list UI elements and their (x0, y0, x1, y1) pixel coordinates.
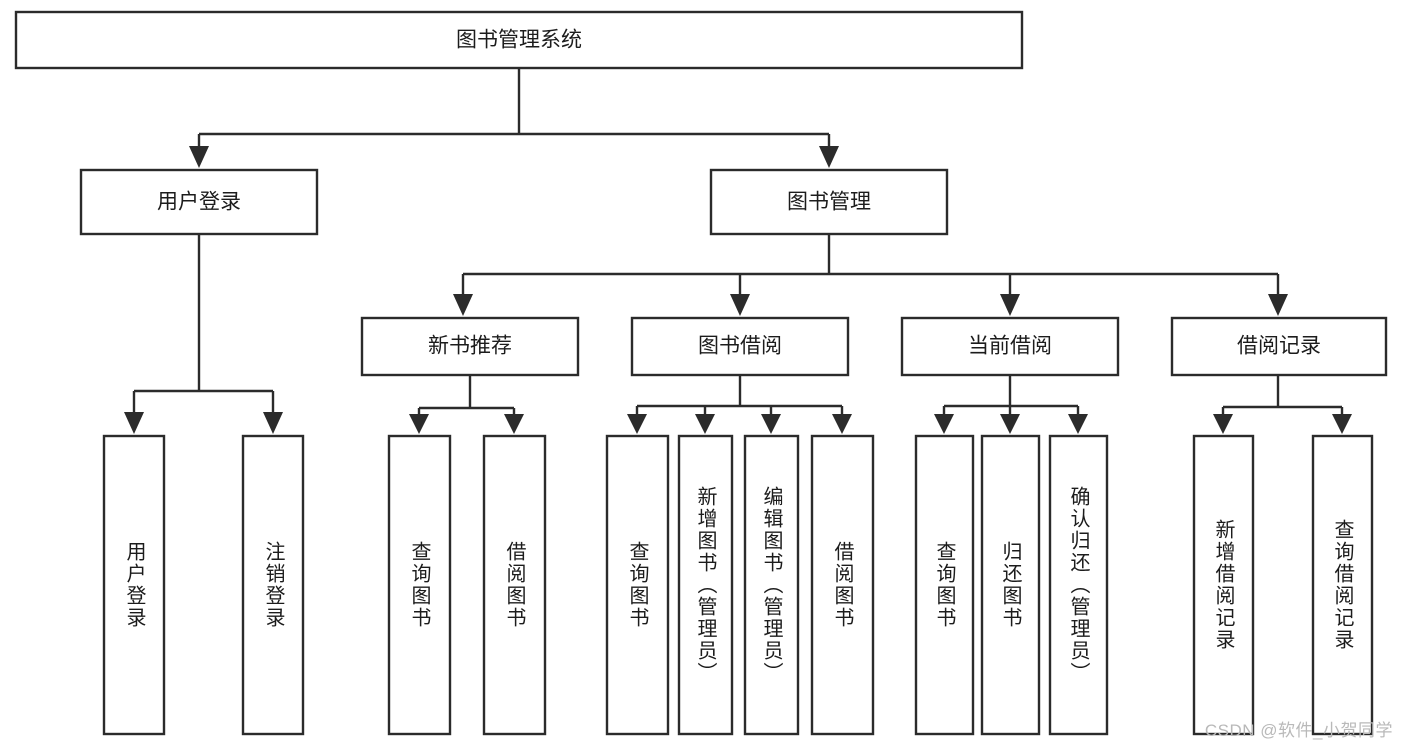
node-book-management-rect (709, 168, 949, 236)
node-leaf-confirm-return-rect (1048, 434, 1109, 736)
node-leaf-query-book-3-rect (914, 434, 975, 736)
arrowhead-to-leaf-add-book (695, 414, 715, 434)
node-root-rect (14, 10, 1024, 70)
node-leaf-query-book-2[interactable]: 查询图书 (605, 434, 670, 736)
arrowhead-to-leaf-return-book (1000, 414, 1020, 434)
node-borrow-record-rect (1170, 316, 1388, 377)
arrowhead-root-to-user-login (189, 146, 209, 168)
edge-group-root-to-level1 (189, 68, 839, 168)
node-leaf-user-login[interactable]: 用户登录 (102, 434, 166, 736)
node-leaf-borrow-book-1[interactable]: 借阅图书 (482, 434, 547, 736)
node-leaf-borrow-book-2-label: 借阅图书 (831, 541, 854, 629)
edge-group-bookmgmt-to-level2 (453, 234, 1288, 316)
node-leaf-add-book[interactable]: 新增图书（管理员） (677, 434, 734, 736)
node-new-book-recommend-label: 新书推荐 (428, 335, 512, 358)
node-current-borrow-rect (900, 316, 1120, 377)
arrowhead-to-leaf-user-login (124, 412, 144, 434)
node-borrow-record-label: 借阅记录 (1237, 335, 1321, 358)
csdn-watermark: CSDN @软件_小贺同学 (1204, 721, 1393, 740)
edge-group-userlogin-to-leaves (124, 234, 283, 434)
arrowhead-to-leaf-query-book-1 (409, 414, 429, 434)
arrowhead-to-leaf-logout (263, 412, 283, 434)
node-leaf-return-book-rect (980, 434, 1041, 736)
node-book-borrow-rect (630, 316, 850, 377)
arrowhead-to-current-borrow (1000, 294, 1020, 316)
node-current-borrow[interactable]: 当前借阅 (900, 316, 1120, 377)
node-leaf-user-login-rect (102, 434, 166, 736)
node-leaf-edit-book-label: 编辑图书（管理员） (760, 486, 783, 684)
node-new-book-recommend[interactable]: 新书推荐 (360, 316, 580, 377)
node-user-login-label: 用户登录 (157, 191, 241, 214)
arrowhead-to-book-borrow (730, 294, 750, 316)
node-leaf-query-book-2-rect (605, 434, 670, 736)
node-leaf-user-login-label: 用户登录 (123, 541, 146, 629)
node-root-system[interactable]: 图书管理系统 (14, 10, 1024, 70)
node-leaf-edit-book[interactable]: 编辑图书（管理员） (743, 434, 800, 736)
node-leaf-query-book-2-label: 查询图书 (626, 541, 649, 629)
node-leaf-query-record-rect (1311, 434, 1374, 736)
node-new-book-recommend-rect (360, 316, 580, 377)
node-leaf-query-record-label: 查询借阅记录 (1331, 519, 1354, 651)
edge-group-currentborrow-to-leaves (934, 375, 1088, 434)
node-leaf-edit-book-rect (743, 434, 800, 736)
arrowhead-to-leaf-query-book-2 (627, 414, 647, 434)
node-leaf-add-book-rect (677, 434, 734, 736)
node-book-management[interactable]: 图书管理 (709, 168, 949, 236)
edge-group-newbook-to-leaves (409, 375, 524, 434)
arrowhead-to-leaf-confirm-return (1068, 414, 1088, 434)
node-leaf-query-book-3-label: 查询图书 (933, 541, 956, 629)
node-leaf-logout-label: 注销登录 (262, 541, 285, 629)
node-leaf-return-book[interactable]: 归还图书 (980, 434, 1041, 736)
arrowhead-to-leaf-edit-book (761, 414, 781, 434)
arrowhead-to-leaf-add-record (1213, 414, 1233, 434)
node-leaf-query-book-3[interactable]: 查询图书 (914, 434, 975, 736)
arrowhead-to-leaf-borrow-book-2 (832, 414, 852, 434)
edge-group-bookborrow-to-leaves (627, 375, 852, 434)
node-leaf-borrow-book-1-label: 借阅图书 (503, 541, 526, 629)
node-leaf-borrow-book-2[interactable]: 借阅图书 (810, 434, 875, 736)
node-leaf-add-record-label: 新增借阅记录 (1212, 519, 1235, 651)
arrowhead-to-leaf-borrow-book-1 (504, 414, 524, 434)
node-user-login-rect (79, 168, 319, 236)
node-user-login[interactable]: 用户登录 (79, 168, 319, 236)
arrowhead-to-leaf-query-record (1332, 414, 1352, 434)
arrowhead-to-leaf-query-book-3 (934, 414, 954, 434)
node-leaf-query-record[interactable]: 查询借阅记录 (1311, 434, 1374, 736)
node-leaf-add-record-rect (1192, 434, 1255, 736)
arrowhead-to-borrow-record (1268, 294, 1288, 316)
node-book-management-label: 图书管理 (787, 191, 871, 214)
node-leaf-confirm-return[interactable]: 确认归还（管理员） (1048, 434, 1109, 736)
node-leaf-add-record[interactable]: 新增借阅记录 (1192, 434, 1255, 736)
node-leaf-logout-rect (241, 434, 305, 736)
node-leaf-add-book-label: 新增图书（管理员） (694, 486, 717, 684)
node-leaf-query-book-1-rect (387, 434, 452, 736)
node-leaf-logout[interactable]: 注销登录 (241, 434, 305, 736)
node-leaf-query-book-1[interactable]: 查询图书 (387, 434, 452, 736)
arrowhead-root-to-book-management (819, 146, 839, 168)
node-leaf-borrow-book-2-rect (810, 434, 875, 736)
node-leaf-borrow-book-1-rect (482, 434, 547, 736)
node-root-label: 图书管理系统 (456, 29, 582, 52)
node-leaf-return-book-label: 归还图书 (999, 541, 1022, 629)
node-current-borrow-label: 当前借阅 (968, 335, 1052, 358)
edge-group-borrowrecord-to-leaves (1213, 375, 1352, 434)
node-borrow-record[interactable]: 借阅记录 (1170, 316, 1388, 377)
node-book-borrow[interactable]: 图书借阅 (630, 316, 850, 377)
node-book-borrow-label: 图书借阅 (698, 335, 782, 358)
arrowhead-to-new-book-recommend (453, 294, 473, 316)
node-leaf-query-book-1-label: 查询图书 (408, 541, 431, 629)
node-leaf-confirm-return-label: 确认归还（管理员） (1067, 486, 1090, 684)
